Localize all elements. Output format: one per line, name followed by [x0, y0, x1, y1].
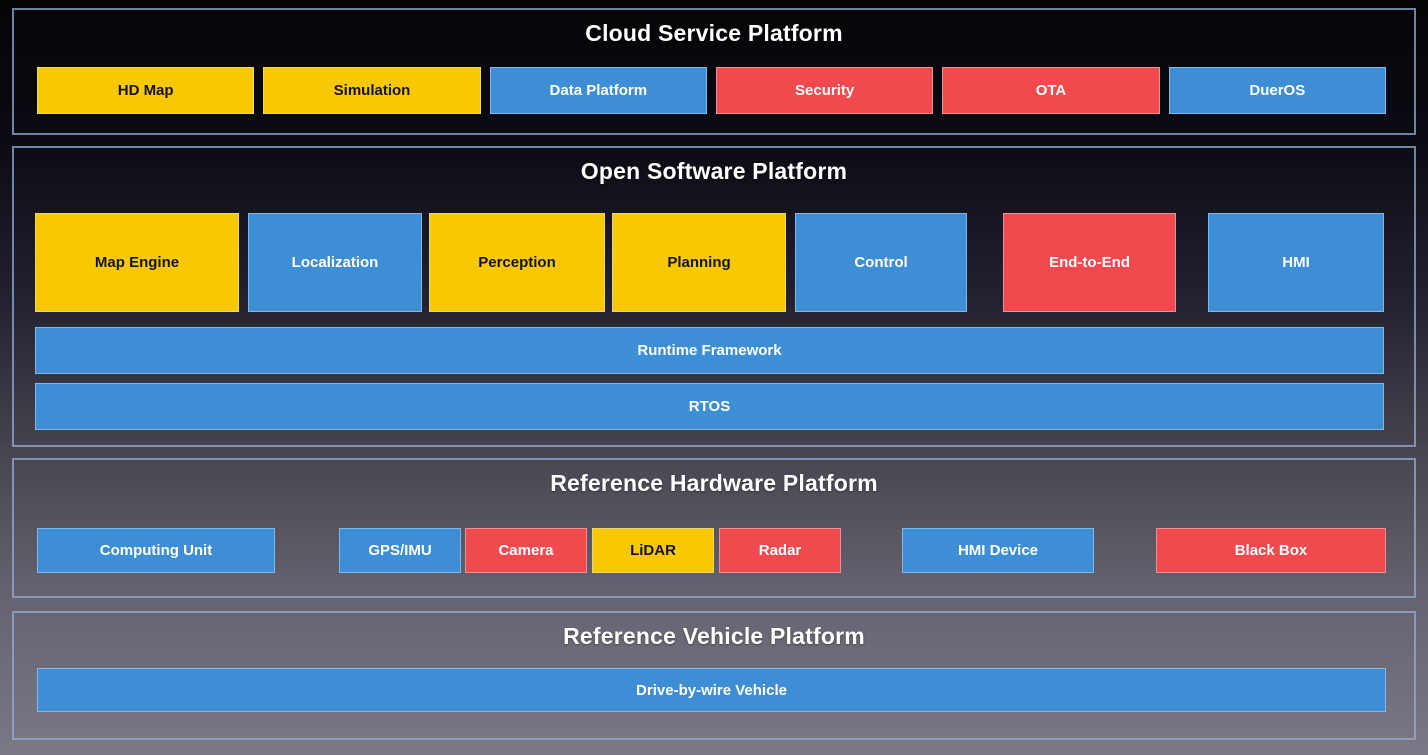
- software-bar-rtos: RTOS: [35, 383, 1384, 430]
- software-module-hmi: HMI: [1208, 213, 1384, 312]
- hardware-box-gps-imu: GPS/IMU: [339, 528, 461, 573]
- hardware-box-black-box: Black Box: [1156, 528, 1386, 573]
- software-module-control: Control: [795, 213, 967, 312]
- cloud-box-ota-label: OTA: [1035, 82, 1067, 99]
- section-open-software-platform: Open Software Platform Map Engine Locali…: [12, 146, 1416, 447]
- software-bar-runtime-framework: Runtime Framework: [35, 327, 1384, 374]
- software-module-map-engine: Map Engine: [35, 213, 239, 312]
- vehicle-section-title: Reference Vehicle Platform: [563, 623, 865, 649]
- software-module-map-engine-label: Map Engine: [94, 254, 180, 271]
- hardware-box-computing-unit-label: Computing Unit: [99, 542, 213, 559]
- section-cloud-service-platform: Cloud Service Platform HD Map Simulation…: [12, 8, 1416, 135]
- software-module-hmi-label: HMI: [1282, 254, 1310, 271]
- hardware-box-hmi-device-label: HMI Device: [957, 542, 1039, 559]
- cloud-box-ota: OTA: [942, 67, 1160, 114]
- hardware-box-black-box-label: Black Box: [1234, 542, 1308, 559]
- cloud-box-simulation-label: Simulation: [333, 82, 411, 99]
- software-module-control-label: Control: [854, 254, 908, 271]
- hardware-box-camera-label: Camera: [498, 542, 554, 559]
- software-module-localization-label: Localization: [291, 254, 379, 271]
- cloud-section-title: Cloud Service Platform: [585, 20, 843, 46]
- cloud-box-security: Security: [715, 67, 934, 114]
- hardware-box-hmi-device: HMI Device: [902, 528, 1094, 573]
- software-module-perception: Perception: [429, 213, 605, 312]
- hardware-box-computing-unit: Computing Unit: [37, 528, 275, 573]
- software-bar-rtos-label: RTOS: [688, 398, 731, 415]
- hardware-box-camera: Camera: [465, 528, 587, 573]
- cloud-box-simulation: Simulation: [263, 67, 481, 114]
- cloud-box-hd-map-label: HD Map: [117, 82, 174, 99]
- vehicle-bar-drive-by-wire-label: Drive-by-wire Vehicle: [636, 681, 787, 699]
- cloud-box-data-platform: Data Platform: [489, 67, 707, 114]
- hardware-box-radar-label: Radar: [758, 542, 802, 559]
- cloud-box-data-platform-label: Data Platform: [549, 82, 648, 99]
- software-bar-runtime-framework-label: Runtime Framework: [637, 342, 782, 359]
- hardware-box-lidar: LiDAR: [592, 528, 714, 573]
- hardware-box-radar: Radar: [719, 528, 841, 573]
- cloud-box-hd-map: HD Map: [37, 67, 255, 114]
- hardware-box-lidar-label: LiDAR: [630, 542, 676, 559]
- cloud-box-dueros-label: DuerOS: [1249, 82, 1306, 99]
- software-module-end-to-end: End-to-End: [1003, 213, 1176, 312]
- vehicle-bar-drive-by-wire: Drive-by-wire Vehicle: [37, 668, 1386, 712]
- hardware-box-gps-imu-label: GPS/IMU: [368, 542, 432, 559]
- software-module-planning: Planning: [612, 213, 786, 312]
- cloud-box-dueros: DuerOS: [1168, 67, 1386, 114]
- hardware-section-title: Reference Hardware Platform: [550, 470, 878, 496]
- software-module-end-to-end-label: End-to-End: [1049, 254, 1130, 271]
- software-module-localization: Localization: [248, 213, 422, 312]
- cloud-box-security-label: Security: [795, 82, 855, 99]
- software-section-title: Open Software Platform: [580, 158, 848, 184]
- section-reference-vehicle-platform: Reference Vehicle Platform Drive-by-wire…: [12, 611, 1416, 740]
- software-module-planning-label: Planning: [667, 254, 731, 271]
- section-reference-hardware-platform: Reference Hardware Platform Computing Un…: [12, 458, 1416, 598]
- cloud-boxes-row: HD Map Simulation Data Platform Security…: [37, 67, 1386, 114]
- software-module-perception-label: Perception: [478, 254, 556, 271]
